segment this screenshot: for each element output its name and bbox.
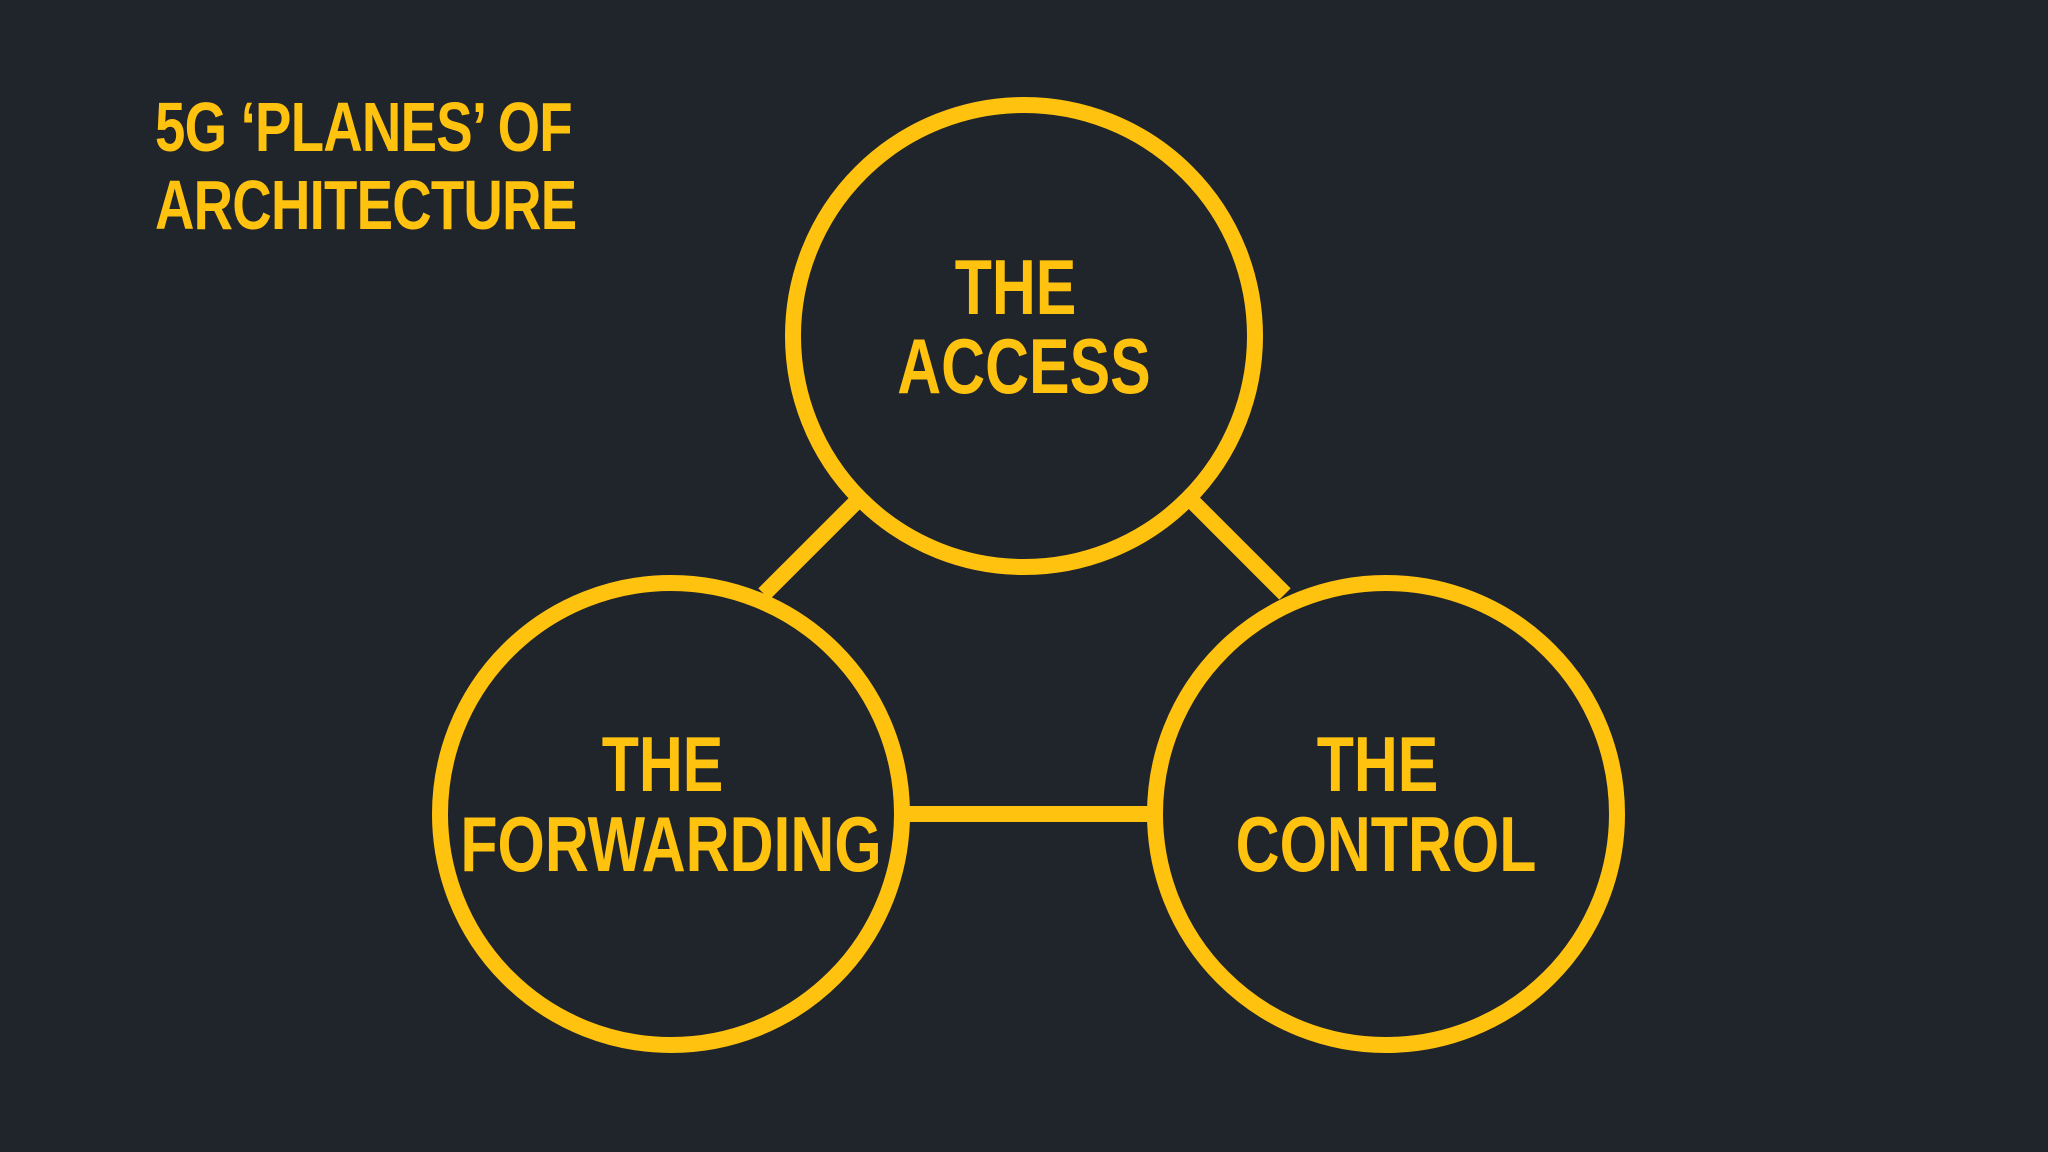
node-control-label-line-2: CONTROL	[1236, 801, 1537, 888]
node-forwarding-label-line-1: THE	[602, 721, 724, 808]
slide-title-line-1: 5G ‘PLANES’ OF	[155, 88, 573, 166]
connector-access-control	[1183, 492, 1291, 600]
slide-title-line-2: ARCHITECTURE	[155, 166, 577, 244]
node-access-label: THE ACCESS	[897, 244, 1151, 410]
node-control-circle	[1147, 575, 1625, 1053]
connector-access-forwarding	[758, 492, 866, 600]
node-forwarding-label-line-2: FORWARDING	[460, 801, 881, 888]
slide-title: 5G ‘PLANES’ OF ARCHITECTURE	[155, 88, 577, 244]
node-forwarding-circle	[432, 575, 910, 1053]
node-forwarding-label: THE FORWARDING	[460, 721, 881, 888]
node-control-label-line-1: THE	[1317, 721, 1439, 808]
node-control-label: THE CONTROL	[1236, 721, 1537, 888]
node-access-label-line-2: ACCESS	[897, 323, 1151, 410]
node-access-label-line-1: THE	[955, 244, 1077, 331]
node-access-circle	[785, 97, 1263, 575]
